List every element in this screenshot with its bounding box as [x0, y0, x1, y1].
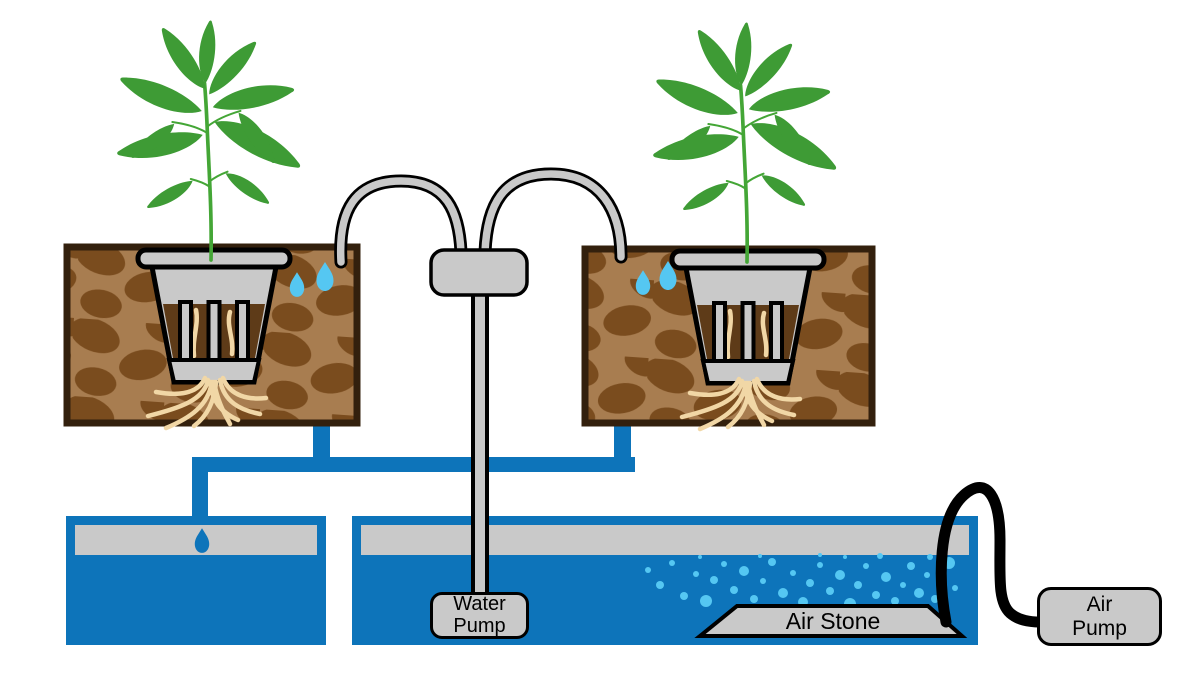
air-line-tube [935, 482, 1046, 628]
main-air-gap [361, 525, 969, 555]
air-bubble [877, 553, 883, 559]
air-bubble [843, 555, 847, 559]
plant-right [651, 22, 842, 262]
air-bubble [863, 563, 869, 569]
air-bubble [693, 571, 699, 577]
air-bubbles [645, 553, 958, 610]
drip-tube-right [478, 167, 628, 264]
air-bubble [790, 570, 796, 576]
air-bubble [669, 560, 675, 566]
air-bubble [881, 572, 891, 582]
water-pump-label: Water Pump [430, 592, 529, 639]
air-bubble [907, 562, 915, 570]
air-bubble [739, 566, 749, 576]
air-bubble [826, 587, 834, 595]
air-bubble [952, 585, 958, 591]
air-bubble [645, 567, 651, 573]
air-bubble [760, 578, 766, 584]
air-bubble [818, 553, 822, 557]
tube-manifold [429, 248, 529, 297]
air-bubble [854, 581, 862, 589]
air-bubble [758, 554, 762, 558]
drain-pipes [192, 416, 635, 523]
air-bubble [698, 555, 702, 559]
air-bubble [721, 561, 727, 567]
air-stone [694, 604, 968, 638]
air-bubble [656, 581, 664, 589]
air-bubble [680, 592, 688, 600]
air-bubble [914, 588, 924, 598]
air-bubble [835, 570, 845, 580]
water-pump-tube [471, 288, 489, 598]
air-pump-label: Air Pump [1037, 587, 1162, 646]
air-bubble [710, 576, 718, 584]
air-bubble [872, 591, 880, 599]
air-bubble [891, 597, 899, 605]
air-bubble [750, 595, 758, 603]
air-bubble [927, 554, 933, 560]
air-stone-label: Air Stone [785, 607, 881, 634]
air-bubble [924, 572, 930, 578]
air-bubble [817, 562, 823, 568]
plant-left [115, 20, 306, 260]
air-bubble [900, 582, 906, 588]
air-bubble [730, 586, 738, 594]
air-bubble [778, 588, 788, 598]
drip-tube-left [334, 174, 468, 269]
air-bubble [768, 558, 776, 566]
air-bubble [806, 579, 814, 587]
overflow-reservoir [66, 516, 326, 645]
air-bubble [700, 595, 712, 607]
